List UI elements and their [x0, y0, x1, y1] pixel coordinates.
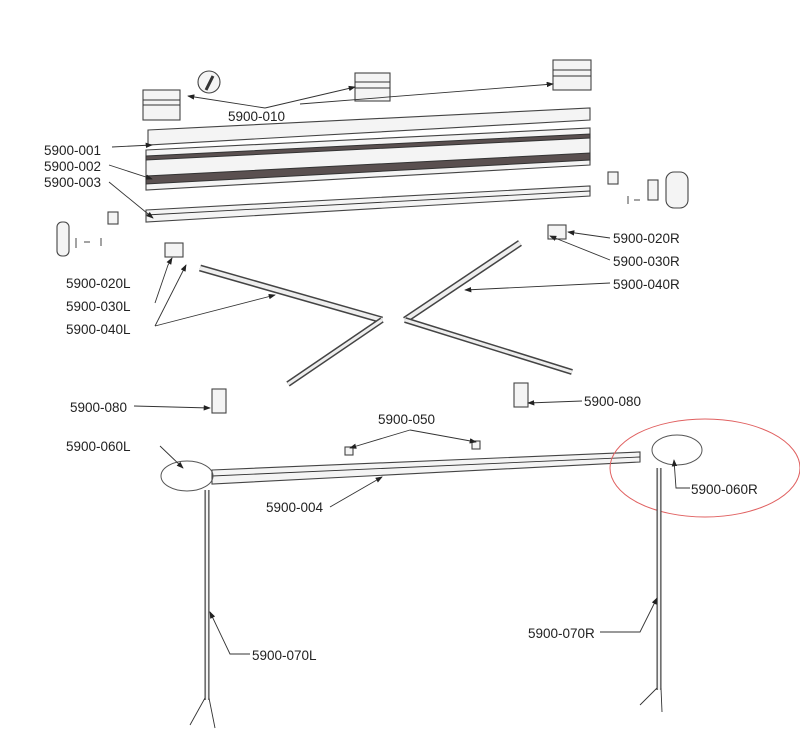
awning-case-top: [147, 107, 591, 146]
clip-right: [513, 382, 529, 408]
label-5900-010: 5900-010: [228, 109, 285, 124]
clip-left: [211, 388, 227, 414]
arm-left: [164, 242, 384, 387]
label-5900-040L: 5900-040L: [66, 322, 131, 337]
wall-bracket-left: [142, 89, 181, 121]
label-5900-002: 5900-002: [44, 159, 101, 174]
label-5900-080-left: 5900-080: [70, 400, 127, 415]
label-5900-060R: 5900-060R: [691, 482, 758, 497]
label-5900-040R: 5900-040R: [613, 277, 680, 292]
awning-fabric-roller: [145, 127, 591, 191]
label-5900-001: 5900-001: [44, 143, 101, 158]
wall-bracket-right: [552, 59, 592, 91]
front-rail: [211, 440, 641, 485]
label-5900-004: 5900-004: [266, 500, 324, 515]
label-5900-030R: 5900-030R: [613, 254, 680, 269]
lead-rail: [145, 185, 591, 223]
label-5900-050: 5900-050: [378, 412, 435, 427]
end-cap-right-parts: [607, 171, 689, 209]
label-5900-003: 5900-003: [44, 175, 101, 190]
label-5900-030L: 5900-030L: [66, 299, 131, 314]
wall-bracket-middle: [354, 72, 391, 102]
detail-ellipse-left: [160, 460, 214, 492]
end-cap-left-parts: [56, 211, 119, 257]
detail-ellipse-right: [651, 434, 703, 466]
label-5900-070R: 5900-070R: [528, 626, 595, 641]
label-5900-060L: 5900-060L: [66, 439, 131, 454]
label-5900-070L: 5900-070L: [252, 648, 317, 663]
highlight-circle: [609, 418, 800, 518]
support-leg-right: [639, 468, 663, 713]
leader-lines: [108, 81, 690, 655]
screw-detail: [197, 70, 221, 94]
label-5900-020R: 5900-020R: [613, 231, 680, 246]
label-5900-020L: 5900-020L: [66, 276, 131, 291]
arm-right: [403, 224, 573, 375]
label-5900-080-right: 5900-080: [584, 394, 641, 409]
support-leg-left: [189, 490, 216, 729]
